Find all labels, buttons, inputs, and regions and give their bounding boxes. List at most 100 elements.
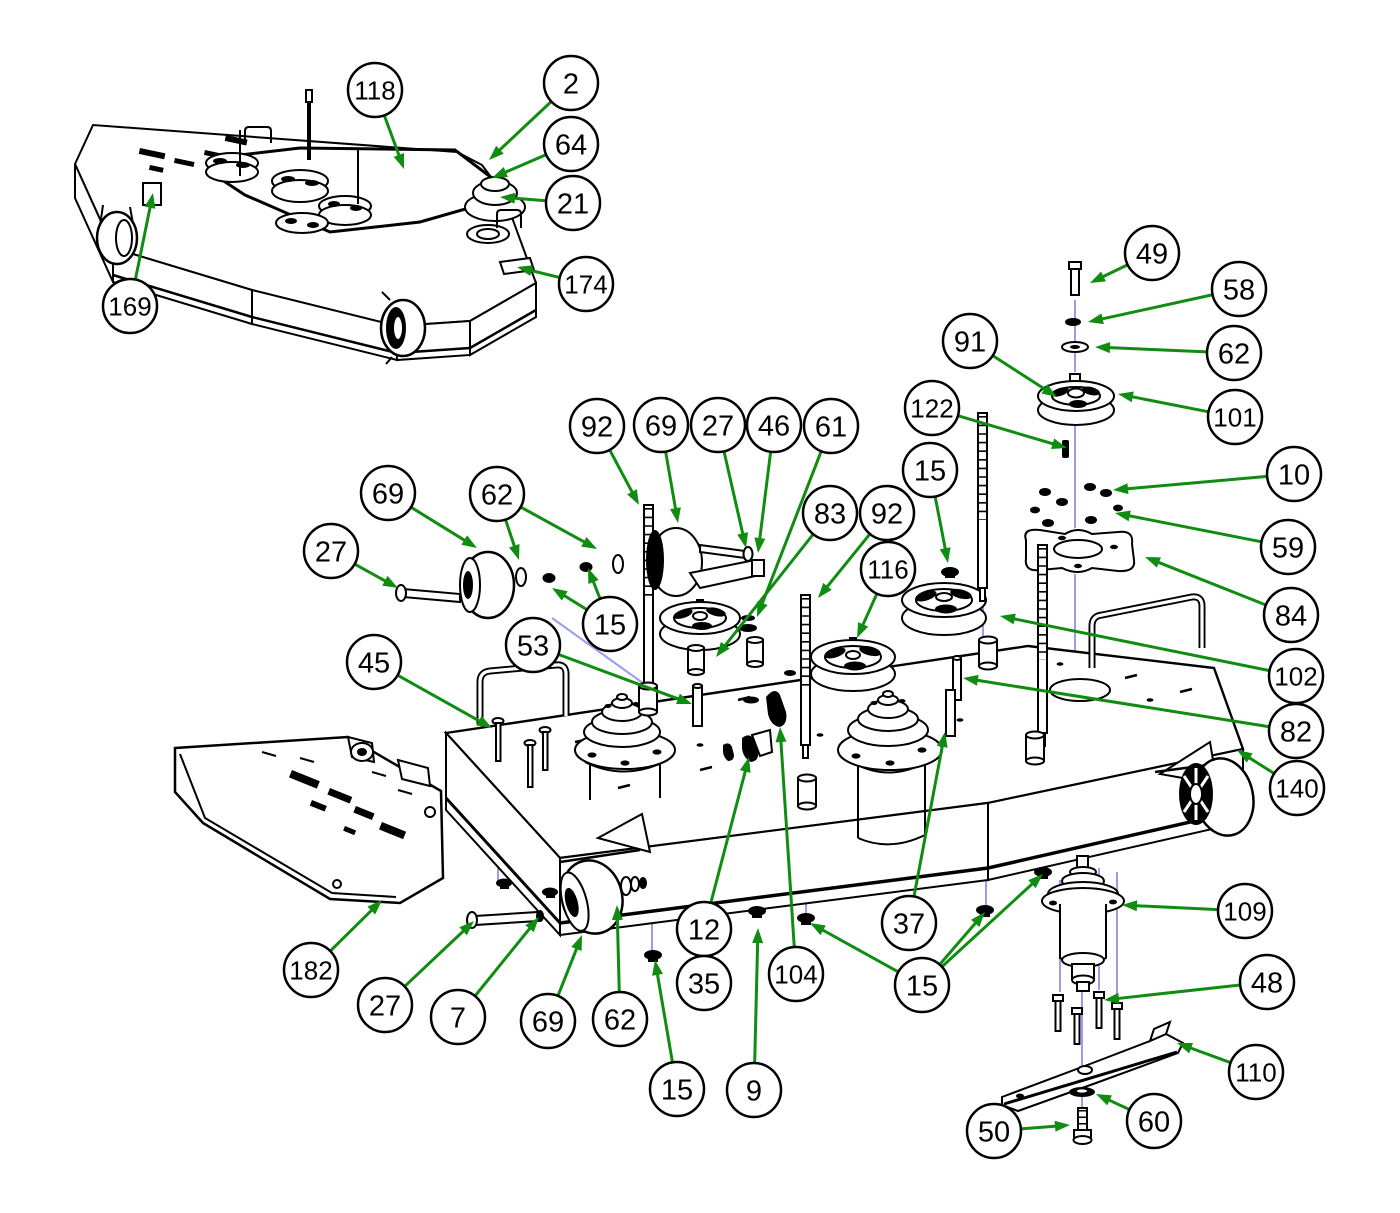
mini-wheel-left bbox=[95, 204, 139, 266]
caster-front-left bbox=[559, 812, 652, 935]
leader-line-58 bbox=[1099, 293, 1213, 321]
callout-balloon-48: 48 bbox=[1238, 953, 1296, 1011]
callout-balloon-15: 15 bbox=[901, 441, 959, 499]
leader-line-116 bbox=[860, 593, 879, 628]
callout-balloon-69: 69 bbox=[359, 464, 417, 522]
callout-number: 82 bbox=[1280, 716, 1312, 748]
idler-arm-assembly bbox=[646, 527, 765, 597]
callout-number: 2 bbox=[563, 68, 579, 100]
leader-arrowhead-109 bbox=[1122, 900, 1138, 912]
leader-arrowhead-62 bbox=[509, 544, 520, 560]
callout-balloon-50: 50 bbox=[965, 1102, 1023, 1160]
callout-balloon-64: 64 bbox=[542, 115, 600, 173]
callout-number: 69 bbox=[645, 410, 677, 442]
callout-balloon-109: 109 bbox=[1216, 882, 1274, 940]
deck-bracket-37 bbox=[945, 689, 956, 737]
callout-balloon-83: 83 bbox=[801, 484, 859, 542]
callout-balloon-46: 46 bbox=[745, 396, 803, 454]
leader-arrowhead-69 bbox=[670, 507, 681, 523]
callout-balloon-10: 10 bbox=[1265, 445, 1323, 503]
leader-line-69 bbox=[556, 945, 579, 997]
callout-balloon-62: 62 bbox=[1205, 324, 1263, 382]
callout-number: 15 bbox=[594, 609, 626, 641]
deck-handle-left bbox=[476, 661, 570, 724]
leader-arrowhead-84 bbox=[1145, 557, 1161, 568]
callout-balloon-82: 82 bbox=[1267, 702, 1325, 760]
shield-logo-marks bbox=[289, 770, 407, 840]
leader-arrowhead-15 bbox=[588, 568, 599, 584]
threaded-shafts bbox=[643, 412, 1048, 759]
leader-line-48 bbox=[1115, 983, 1241, 1001]
callout-number: 102 bbox=[1274, 661, 1317, 691]
leader-line-101 bbox=[1129, 394, 1209, 414]
caster-right bbox=[1154, 740, 1255, 837]
leader-line-69 bbox=[410, 505, 468, 543]
leader-line-92 bbox=[824, 533, 872, 590]
leader-arrowhead-53 bbox=[676, 693, 692, 704]
leader-line-10 bbox=[1124, 474, 1268, 491]
callout-number: 62 bbox=[481, 479, 513, 511]
leader-line-64 bbox=[502, 153, 547, 175]
leader-arrowhead-110 bbox=[1177, 1043, 1193, 1054]
callout-number: 122 bbox=[910, 393, 953, 423]
leader-line-2 bbox=[496, 100, 553, 153]
assembled-deck-view bbox=[73, 89, 538, 365]
leader-arrowhead-91 bbox=[1041, 384, 1057, 397]
leader-line-7 bbox=[473, 925, 533, 997]
callout-balloon-102: 102 bbox=[1267, 647, 1325, 705]
callout-number: 15 bbox=[914, 455, 946, 487]
leader-line-15 bbox=[819, 927, 900, 974]
leader-arrowhead-62 bbox=[611, 905, 623, 921]
leader-arrowhead-174 bbox=[517, 265, 533, 276]
leader-arrowhead-118 bbox=[393, 153, 404, 169]
callout-balloon-58: 58 bbox=[1210, 260, 1268, 318]
callout-balloon-110: 110 bbox=[1227, 1043, 1285, 1101]
leader-line-62 bbox=[504, 519, 517, 550]
leader-line-53 bbox=[557, 652, 682, 702]
leader-arrowhead-15 bbox=[939, 547, 951, 563]
leader-arrowhead-45 bbox=[476, 715, 492, 728]
callout-balloon-69: 69 bbox=[519, 992, 577, 1050]
callout-number: 62 bbox=[604, 1004, 636, 1036]
spindle-assembly-left bbox=[574, 693, 676, 800]
callout-number: 62 bbox=[1218, 338, 1250, 370]
callout-balloon-2: 2 bbox=[542, 54, 600, 112]
callout-number: 104 bbox=[774, 959, 817, 989]
leader-arrowhead-58 bbox=[1088, 313, 1104, 325]
leader-line-109 bbox=[1133, 904, 1219, 912]
leader-line-15 bbox=[655, 971, 674, 1063]
callout-balloon-45: 45 bbox=[345, 633, 403, 691]
callout-number: 15 bbox=[906, 970, 938, 1002]
leader-arrowhead-60 bbox=[1096, 1094, 1112, 1106]
leader-arrowhead-62 bbox=[581, 536, 597, 549]
callout-number: 46 bbox=[758, 410, 790, 442]
callout-balloon-53: 53 bbox=[504, 616, 562, 674]
callout-balloon-116: 116 bbox=[859, 540, 917, 598]
leader-arrowhead-69 bbox=[461, 535, 477, 548]
callout-number: 7 bbox=[450, 1002, 466, 1034]
leader-arrowhead-92 bbox=[818, 582, 832, 598]
drive-belt bbox=[208, 146, 499, 234]
leader-line-102 bbox=[1011, 616, 1270, 673]
leader-line-15 bbox=[940, 881, 1036, 968]
leader-arrowhead-50 bbox=[1054, 1120, 1070, 1132]
leader-line-27 bbox=[403, 928, 467, 988]
leader-arrowhead-64 bbox=[492, 167, 508, 178]
callout-number: 49 bbox=[1136, 238, 1168, 270]
callout-balloon-49: 49 bbox=[1123, 224, 1181, 282]
callout-balloon-118: 118 bbox=[346, 61, 404, 119]
leader-arrowhead-27 bbox=[382, 575, 398, 588]
leader-line-9 bbox=[753, 939, 760, 1064]
leader-line-50 bbox=[1020, 1124, 1059, 1131]
callout-balloon-62: 62 bbox=[591, 990, 649, 1048]
leader-arrowhead-83 bbox=[716, 641, 730, 657]
leader-arrowhead-122 bbox=[1051, 438, 1067, 450]
leader-line-110 bbox=[1187, 1045, 1232, 1065]
leader-arrowhead-116 bbox=[857, 622, 869, 638]
leader-line-46 bbox=[757, 451, 773, 542]
callout-number: 27 bbox=[702, 410, 734, 442]
callout-balloon-15: 15 bbox=[648, 1060, 706, 1118]
callout-number: 27 bbox=[315, 536, 347, 568]
idler-pulley-c bbox=[901, 582, 987, 636]
leader-line-27 bbox=[353, 562, 389, 584]
